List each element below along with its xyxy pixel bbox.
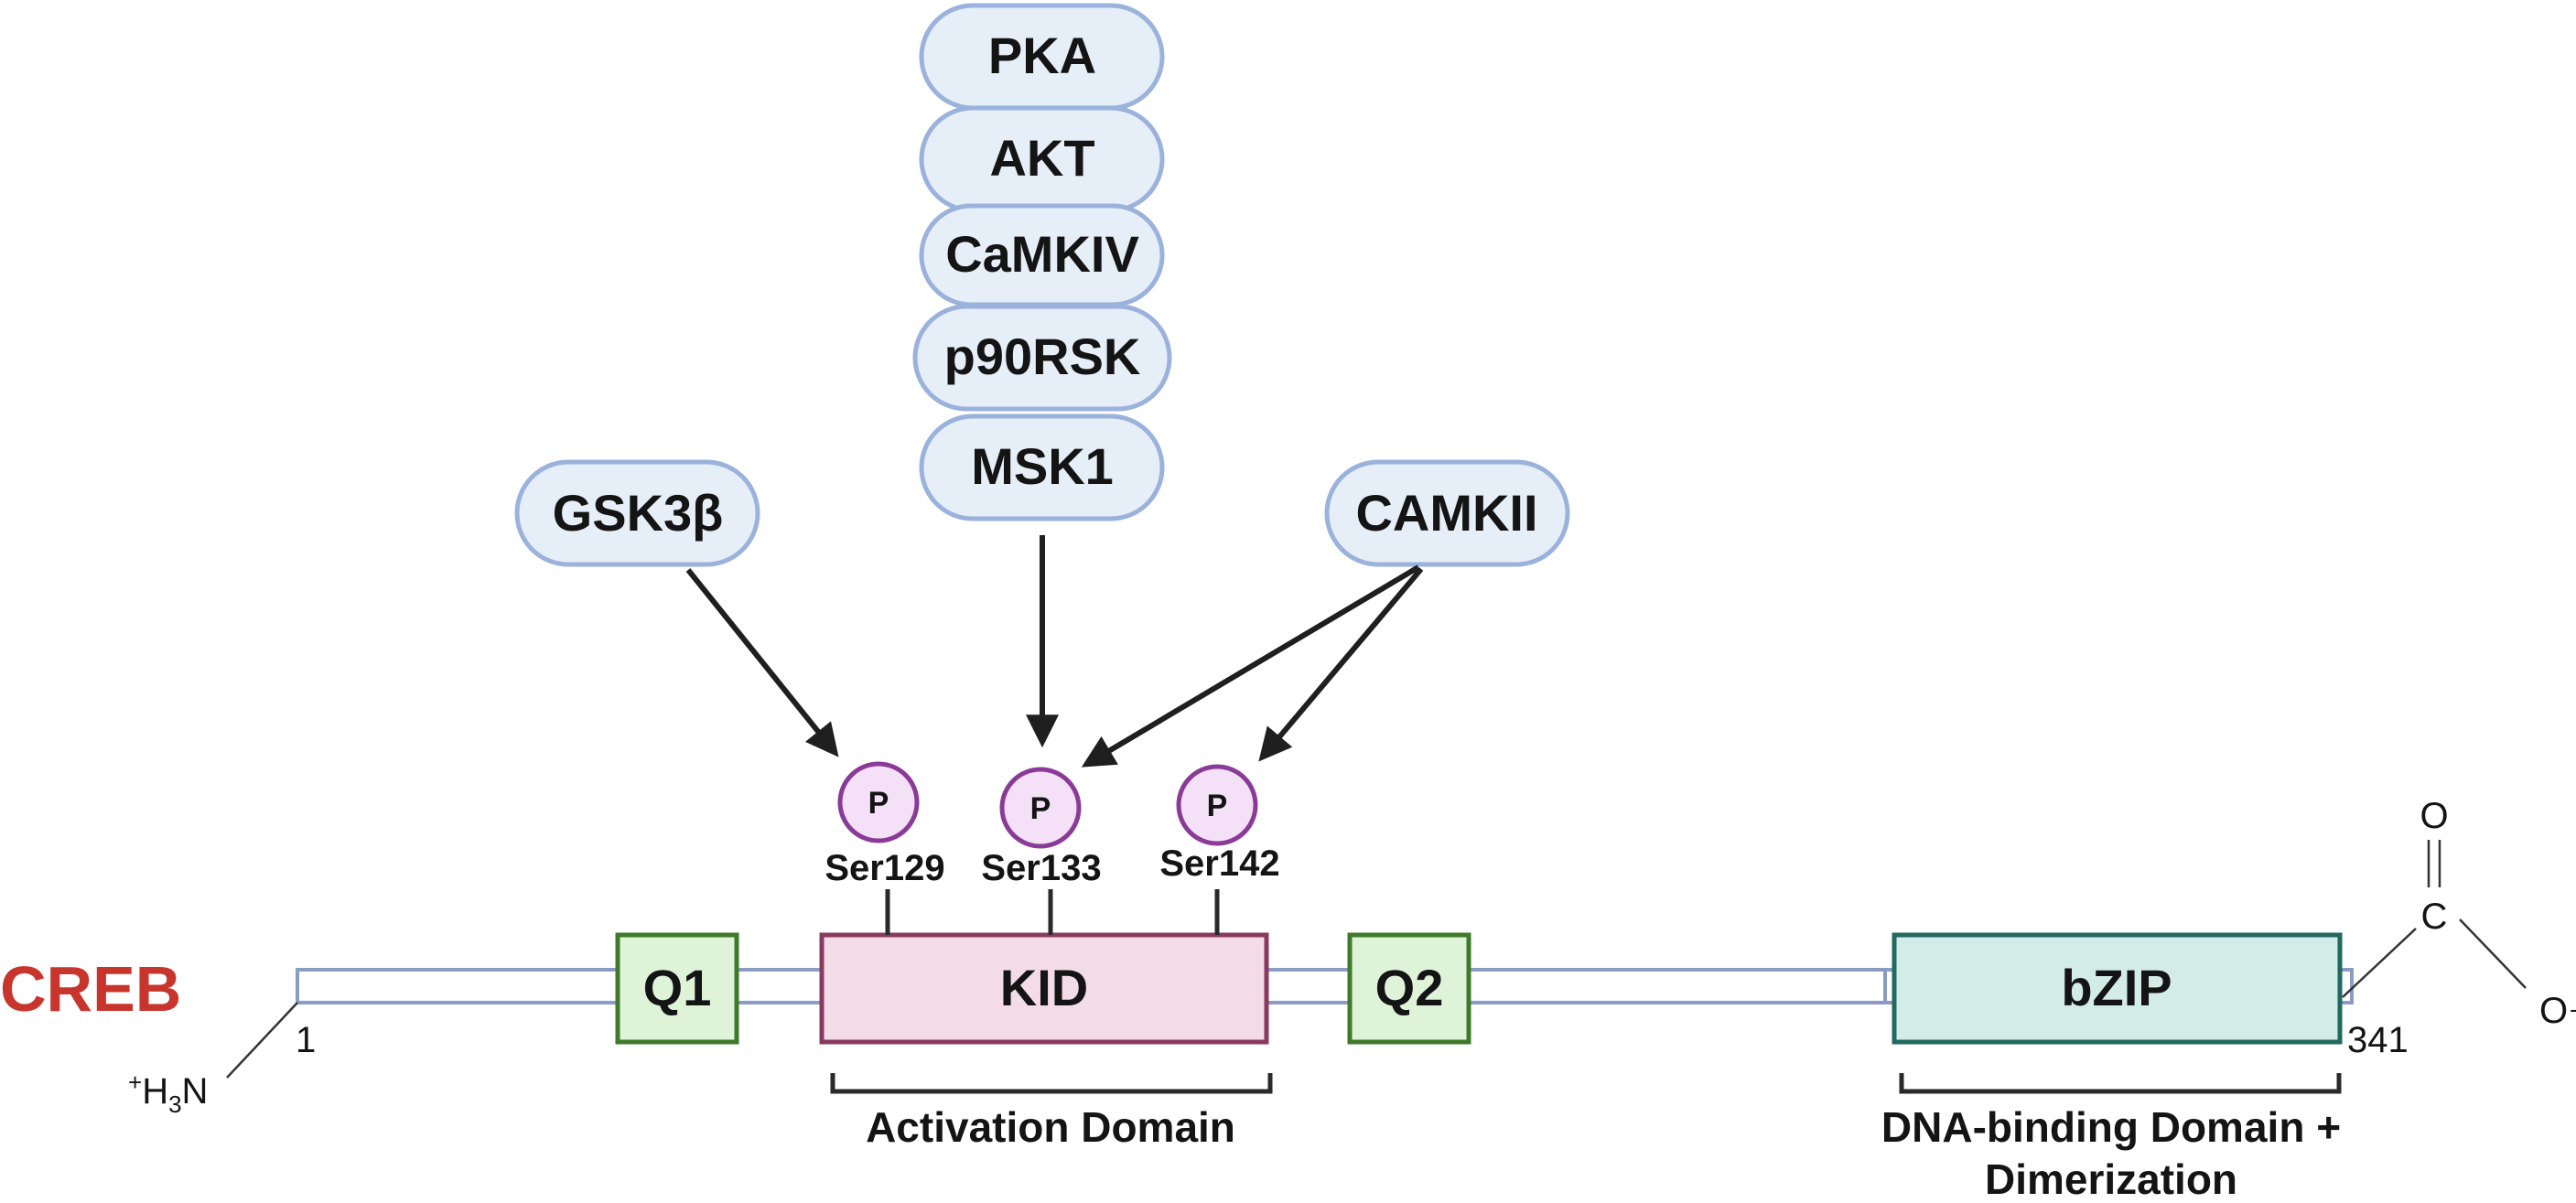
arrow-camkii-ser133	[1081, 564, 1420, 768]
dna-binding-bracket: DNA-binding Domain + Dimerization	[1881, 1073, 2342, 1203]
c-terminus-oxygen-single: O-	[2539, 991, 2576, 1031]
site-ser129: Ser129 P	[825, 761, 945, 935]
domain-bzip: bZIP	[1892, 932, 2343, 1045]
kinase-pill	[514, 459, 760, 567]
phospho-mark: P	[868, 786, 889, 821]
kinase-stack: PKA AKT CaMKIV p90RSK MSK1	[912, 3, 1172, 521]
phosphorylation-arrows	[685, 535, 1424, 768]
domain-q1-label: Q1	[643, 959, 712, 1016]
kinase-pill	[912, 304, 1172, 412]
kinase-pill	[919, 414, 1165, 521]
domain-bzip-label: bZIP	[2061, 959, 2172, 1016]
phospho-group-icon	[837, 761, 920, 843]
site-ser129-label: Ser129	[825, 848, 944, 888]
phospho-mark: P	[1207, 789, 1228, 823]
site-ser142: Ser142 P	[1159, 764, 1280, 935]
phospho-group-icon	[999, 767, 1082, 849]
c-terminus-oxygen-double: O	[2420, 796, 2448, 836]
site-ser142-label: Ser142	[1159, 843, 1279, 884]
kinase-camkii-label: CAMKII	[1355, 484, 1537, 542]
residue-end: 341	[2347, 1020, 2409, 1060]
activation-domain-bracket: Activation Domain	[830, 1073, 1273, 1151]
domain-q1: Q1	[615, 932, 739, 1045]
domain-q2: Q2	[1347, 932, 1471, 1045]
site-ser133-label: Ser133	[981, 848, 1101, 888]
arrow-camkii-ser142	[1258, 567, 1424, 762]
dna-binding-label-line2: Dimerization	[1985, 1155, 2237, 1203]
kinase-camkiv: CaMKIV	[945, 225, 1139, 283]
domain-q2-label: Q2	[1375, 959, 1444, 1016]
n-terminus-group: +H3N	[128, 1069, 208, 1118]
kinase-msk1: MSK1	[971, 437, 1114, 495]
kinase-gsk3b: GSK3β	[514, 459, 760, 567]
c-terminus: C O O- 341	[2342, 796, 2576, 1060]
arrow-gsk3b-ser129	[685, 568, 839, 757]
residue-start: 1	[296, 1020, 316, 1060]
kinase-pill	[1324, 459, 1570, 567]
dna-binding-label-line1: DNA-binding Domain +	[1881, 1103, 2341, 1151]
kinase-camkii: CAMKII	[1324, 459, 1570, 567]
n-terminus: 1 +H3N	[128, 1002, 316, 1118]
domain-kid: KID	[819, 932, 1269, 1045]
phospho-mark: P	[1030, 791, 1051, 826]
kinase-pka: PKA	[988, 27, 1096, 84]
kinase-p90rsk: p90RSK	[944, 328, 1141, 385]
site-ser133: Ser133 P	[981, 767, 1102, 935]
phospho-group-icon	[1176, 764, 1258, 846]
kinase-akt: AKT	[989, 129, 1094, 187]
c-terminus-carbon: C	[2421, 897, 2448, 937]
activation-domain-label: Activation Domain	[866, 1103, 1235, 1151]
kinase-gsk3b-label: GSK3β	[553, 484, 724, 542]
protein-name: CREB	[0, 953, 181, 1025]
domain-kid-label: KID	[1000, 959, 1088, 1016]
